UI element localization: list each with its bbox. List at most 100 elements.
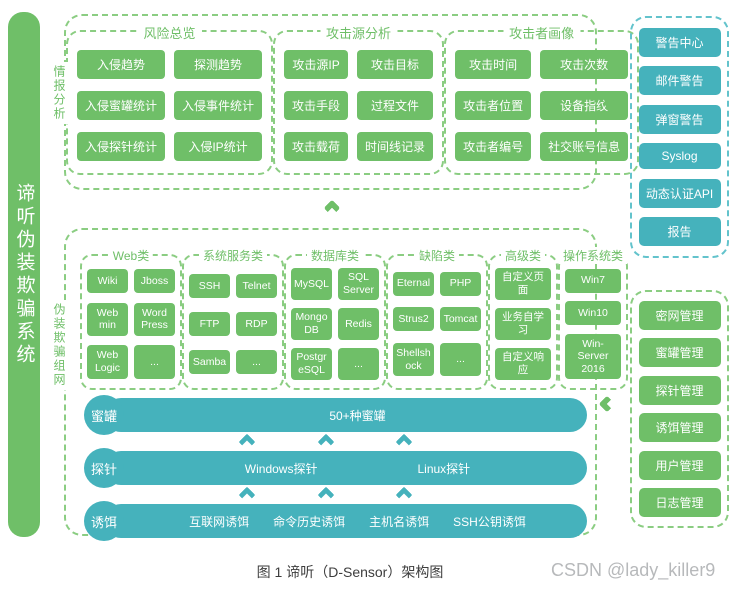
attack-source-title: 攻击源分析: [320, 22, 398, 42]
hostname-bait-label: 主机名诱饵: [369, 514, 430, 529]
bait-layer-label: 诱饵: [84, 501, 124, 541]
telnet-button[interactable]: Telnet: [236, 274, 277, 298]
db-more-button[interactable]: ...: [338, 348, 379, 380]
attack-payload-button[interactable]: 攻击载荷: [284, 131, 349, 161]
attack-source-ip-button[interactable]: 攻击源IP: [284, 49, 349, 79]
eternal-button[interactable]: Eternal: [393, 271, 434, 296]
left-arrow-icon: [598, 395, 616, 413]
postgresql-button[interactable]: Postgr eSQL: [291, 348, 332, 380]
popup-alert-button[interactable]: 弹窗警告: [638, 104, 721, 134]
attacker-location-button[interactable]: 攻击者位置: [455, 90, 532, 120]
alerts-panel: 警告中心 邮件警告 弹窗警告 Syslog 动态认证API 报告: [630, 16, 729, 258]
device-fingerprint-button[interactable]: 设备指纹: [540, 90, 629, 120]
os-category-title: 操作系统类: [558, 247, 628, 264]
attack-method-button[interactable]: 攻击手段: [284, 90, 349, 120]
honeypot-layer-bar: 50+种蜜罐: [104, 398, 587, 432]
probe-layer-bar: Windows探针 Linux探针: [104, 451, 587, 485]
php-button[interactable]: PHP: [440, 271, 481, 296]
management-panel: 密网管理 蜜罐管理 探针管理 诱饵管理 用户管理 日志管理: [630, 290, 729, 528]
service-more-button[interactable]: ...: [236, 350, 277, 374]
attack-source-buttons: 攻击源IP 攻击目标 攻击手段 过程文件 攻击载荷 时间线记录: [284, 49, 434, 161]
layer-up-arrow-icon: [238, 433, 256, 450]
log-mgmt-button[interactable]: 日志管理: [638, 488, 721, 518]
ssh-button[interactable]: SSH: [189, 274, 230, 298]
attack-target-button[interactable]: 攻击目标: [357, 49, 434, 79]
win7-button[interactable]: Win7: [565, 268, 621, 293]
win10-button[interactable]: Win10: [565, 301, 621, 326]
csdn-watermark: CSDN @lady_killer9: [551, 560, 716, 580]
deception-section-label: 伪装欺骗组网: [51, 300, 68, 390]
web-more-button[interactable]: ...: [134, 345, 175, 379]
rdp-button[interactable]: RDP: [236, 312, 277, 336]
intrusion-event-stats-button[interactable]: 入侵事件统计: [174, 90, 263, 120]
windows-probe-label: Windows探针: [244, 461, 318, 476]
layer-up-arrow-icon: [395, 433, 413, 450]
dynamic-auth-api-button[interactable]: 动态认证API: [638, 178, 721, 208]
honeynet-mgmt-button[interactable]: 密网管理: [638, 300, 721, 330]
vuln-more-button[interactable]: ...: [440, 343, 481, 377]
category-row: Web类 Wiki Jboss Web min Word Press Web L…: [80, 247, 628, 390]
wordpress-button[interactable]: Word Press: [134, 302, 175, 336]
advanced-category-title: 高级类: [500, 247, 546, 264]
sqlserver-button[interactable]: SQL Server: [338, 268, 379, 300]
bait-mgmt-button[interactable]: 诱饵管理: [638, 413, 721, 443]
honeypot-mgmt-button[interactable]: 蜜罐管理: [638, 338, 721, 368]
probe-layer-label: 探针: [84, 448, 124, 488]
bait-layer-bar: 互联网诱饵 命令历史诱饵 主机名诱饵 SSH公钥诱饵: [104, 504, 587, 538]
timeline-record-button[interactable]: 时间线记录: [357, 131, 434, 161]
mail-alert-button[interactable]: 邮件警告: [638, 66, 721, 96]
tomcat-button[interactable]: Tomcat: [440, 307, 481, 332]
weblogic-button[interactable]: Web Logic: [87, 345, 128, 379]
advanced-category: 高级类 自定义页面 业务自学习 自定义响应: [488, 247, 558, 390]
syslog-button[interactable]: Syslog: [638, 143, 721, 170]
business-self-learning-button[interactable]: 业务自学习: [495, 308, 551, 340]
product-name: 谛听伪装欺骗系统: [13, 182, 35, 367]
ftp-button[interactable]: FTP: [189, 312, 230, 336]
attack-time-button[interactable]: 攻击时间: [455, 49, 532, 79]
figure-caption: 图 1 谛听（D-Sensor）架构图: [256, 564, 444, 580]
deception-network-section: Web类 Wiki Jboss Web min Word Press Web L…: [64, 228, 628, 541]
layer-up-arrow-icon: [238, 486, 256, 503]
mongodb-button[interactable]: Mongo DB: [291, 308, 332, 340]
webmin-button[interactable]: Web min: [87, 302, 128, 336]
redis-button[interactable]: Redis: [338, 308, 379, 340]
probe-intrusion-stats-button[interactable]: 入侵探针统计: [77, 131, 166, 161]
mysql-button[interactable]: MySQL: [291, 268, 332, 300]
product-name-bar: 谛听伪装欺骗系统: [8, 12, 40, 537]
jboss-button[interactable]: Jboss: [134, 269, 175, 294]
custom-response-button[interactable]: 自定义响应: [495, 348, 551, 380]
linux-probe-label: Linux探针: [417, 461, 471, 476]
report-button[interactable]: 报告: [638, 217, 721, 247]
probe-mgmt-button[interactable]: 探针管理: [638, 375, 721, 405]
alert-center-button[interactable]: 警告中心: [638, 27, 721, 57]
user-mgmt-button[interactable]: 用户管理: [638, 450, 721, 480]
intrusion-ip-stats-button[interactable]: 入侵IP统计: [174, 131, 263, 161]
attacker-id-button[interactable]: 攻击者编号: [455, 131, 532, 161]
samba-button[interactable]: Samba: [189, 350, 230, 374]
honeypot-intrusion-stats-button[interactable]: 入侵蜜罐统计: [77, 90, 166, 120]
shellshock-button[interactable]: Shellsh ock: [393, 343, 434, 377]
vulnerability-category: 缺陷类 Eternal PHP Strus2 Tomcat Shellsh oc…: [386, 247, 488, 390]
strus2-button[interactable]: Strus2: [393, 307, 434, 332]
up-arrow-icon: [323, 199, 341, 217]
attack-count-button[interactable]: 攻击次数: [540, 49, 629, 79]
process-file-button[interactable]: 过程文件: [357, 90, 434, 120]
risk-overview-group: 风险总览 入侵趋势 探测趋势 入侵蜜罐统计 入侵事件统计 入侵探针统计 入侵IP…: [66, 22, 274, 175]
wiki-button[interactable]: Wiki: [87, 269, 128, 294]
system-service-category-title: 系统服务类: [198, 247, 268, 264]
attacker-profile-title: 攻击者画像: [503, 22, 581, 42]
social-account-info-button[interactable]: 社交账号信息: [540, 131, 629, 161]
intel-analysis-section: 风险总览 入侵趋势 探测趋势 入侵蜜罐统计 入侵事件统计 入侵探针统计 入侵IP…: [64, 14, 640, 190]
layer-up-arrow-icon: [317, 433, 334, 450]
layer-up-arrow-icon: [317, 486, 334, 503]
attacker-profile-group: 攻击者画像 攻击时间 攻击次数 攻击者位置 设备指纹 攻击者编号 社交账号信息: [444, 22, 640, 175]
command-history-bait-label: 命令历史诱饵: [273, 514, 346, 529]
detection-trend-button[interactable]: 探测趋势: [174, 49, 263, 79]
internet-bait-label: 互联网诱饵: [189, 514, 250, 529]
ssh-key-bait-label: SSH公钥诱饵: [453, 514, 526, 529]
intrusion-trend-button[interactable]: 入侵趋势: [77, 49, 166, 79]
custom-page-button[interactable]: 自定义页面: [495, 268, 551, 300]
winserver2016-button[interactable]: Win-Server 2016: [565, 333, 621, 380]
intel-section-label: 情报分析: [51, 62, 68, 124]
